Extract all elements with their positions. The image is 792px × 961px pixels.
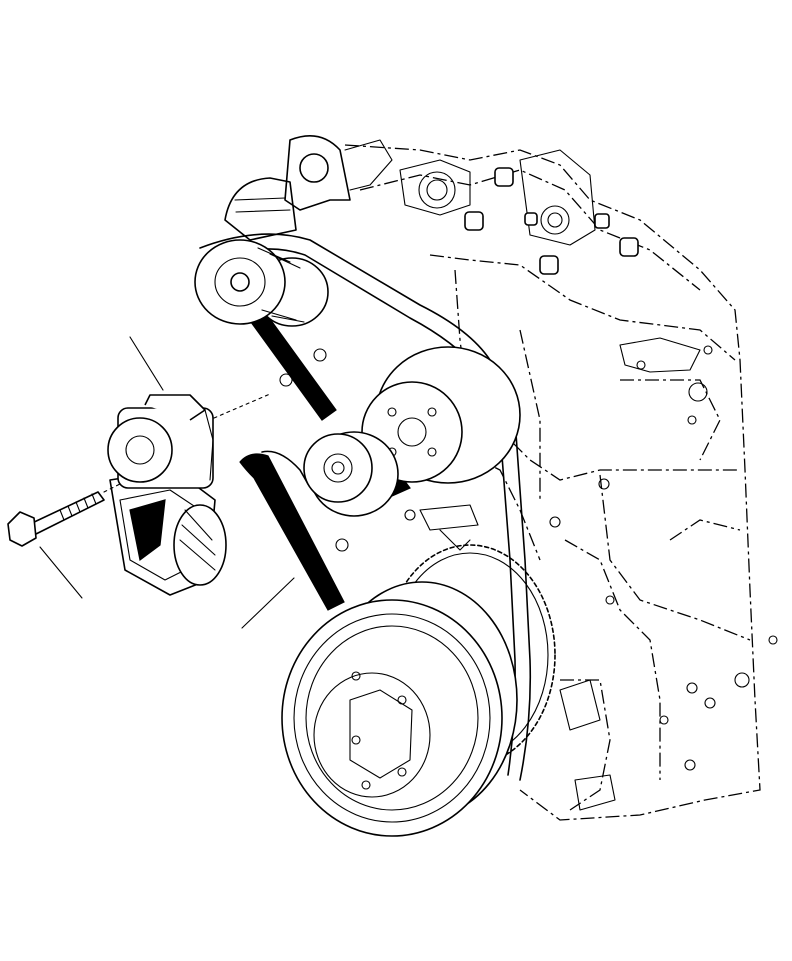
- block-nut: [464, 167, 639, 275]
- alternator-body: [224, 177, 297, 241]
- alignment-line: [213, 393, 271, 419]
- engine-block: [279, 134, 778, 821]
- bolt-leader: [39, 546, 83, 599]
- water-pump-pulley: [361, 346, 521, 484]
- belt-tensioner: [107, 394, 227, 596]
- idler-pulley: [303, 431, 399, 517]
- bolt-alignment-line: [103, 483, 121, 493]
- block-hole: [279, 345, 778, 771]
- crankshaft-pulley: [281, 581, 518, 837]
- alternator-pulley: [194, 239, 329, 327]
- belt-leader: [241, 577, 295, 629]
- tensioner-leader: [129, 336, 164, 391]
- tensioner-bolt: [7, 491, 105, 547]
